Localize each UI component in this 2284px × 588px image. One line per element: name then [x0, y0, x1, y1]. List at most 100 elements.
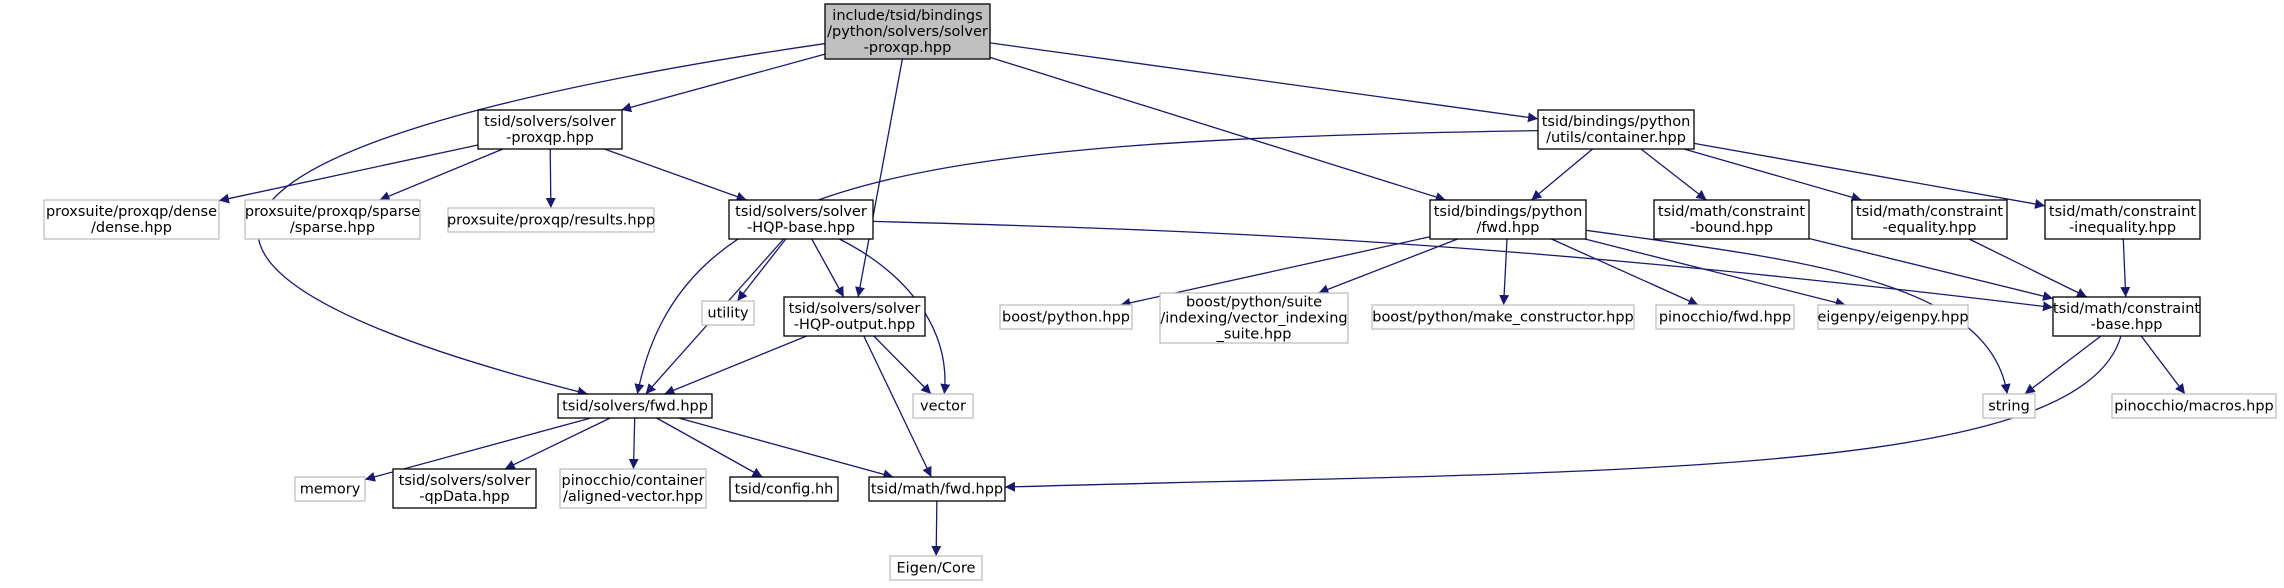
node-proxqp-dense: proxsuite/proxqp/dense/dense.hpp: [43, 199, 220, 240]
edge-solvers-fwd-to-solver-qpdata: [504, 417, 611, 470]
node-boost-make-constructor: boost/python/make_constructor.hpp: [1371, 304, 1635, 330]
node-label-line: tsid/math/constraint: [2053, 301, 2200, 317]
edge-root-to-solvers-fwd: [257, 42, 826, 397]
edge-root-to-solver-proxqp: [620, 53, 826, 113]
node-label-line: -qpData.hpp: [419, 489, 509, 505]
node-label-line: /dense.hpp: [91, 220, 172, 236]
node-label-line: tsid/math/constraint: [1856, 204, 2003, 220]
node-bindings-fwd[interactable]: tsid/bindings/python/fwd.hpp: [1429, 199, 1587, 240]
edge-root-to-bindings-container: [989, 42, 1539, 123]
edge-constraint-base-to-math-fwd: [1004, 335, 2122, 492]
edge-constraint-base-to-string: [2024, 335, 2102, 395]
node-vector: vector: [912, 393, 974, 419]
node-label-line: -inequality.hpp: [2069, 220, 2176, 236]
edge-root-to-solver-hqp-output: [855, 58, 904, 298]
node-proxqp-sparse: proxsuite/proxqp/sparse/sparse.hpp: [244, 199, 421, 240]
edge-solver-proxqp-to-proxqp-dense: [218, 144, 479, 204]
node-label-line: tsid/solvers/fwd.hpp: [562, 398, 708, 414]
node-bindings-container[interactable]: tsid/bindings/python/utils/container.hpp: [1537, 109, 1695, 150]
node-label-line: -HQP-output.hpp: [794, 317, 916, 333]
node-eigenpy: eigenpy/eigenpy.hpp: [1817, 304, 1969, 330]
node-solver-qpdata[interactable]: tsid/solvers/solver-qpData.hpp: [392, 468, 537, 509]
node-label-line: tsid/solvers/solver: [789, 301, 921, 317]
edge-constraint-equality-to-constraint-base: [1968, 238, 2088, 298]
node-box: [729, 476, 839, 502]
node-constraint-base[interactable]: tsid/math/constraint-base.hpp: [2052, 296, 2201, 337]
node-box: [1537, 109, 1695, 150]
node-label-line: tsid/math/constraint: [1658, 204, 1805, 220]
node-label-line: proxsuite/proxqp/sparse: [245, 204, 420, 220]
node-pinocchio-fwd: pinocchio/fwd.hpp: [1655, 304, 1795, 330]
node-label-line: pinocchio/container: [562, 473, 705, 489]
node-box: [392, 468, 537, 509]
node-label-line: /sparse.hpp: [290, 220, 375, 236]
node-math-fwd[interactable]: tsid/math/fwd.hpp: [868, 476, 1006, 502]
node-label-line: -base.hpp: [2090, 317, 2162, 333]
node-label-line: boost/python.hpp: [1002, 309, 1130, 325]
node-solver-hqp-output[interactable]: tsid/solvers/solver-HQP-output.hpp: [783, 296, 926, 337]
node-box: [1982, 393, 2036, 419]
edge-root-to-bindings-fwd: [989, 56, 1446, 202]
edge-bindings-container-to-constraint-inequality: [1693, 142, 2046, 209]
node-label-line: /fwd.hpp: [1476, 220, 1539, 236]
edge-bindings-fwd-to-eigenpy: [1584, 238, 1846, 308]
node-box: [889, 555, 983, 581]
edge-bindings-container-to-constraint-equality: [1683, 148, 1862, 203]
node-label-line: utility: [707, 305, 749, 321]
node-pinocchio-aligned-vector: pinocchio/container/aligned-vector.hpp: [559, 468, 707, 509]
node-box: [824, 3, 991, 60]
edge-solver-hqp-output-to-math-fwd: [863, 335, 932, 478]
edge-bindings-fwd-to-pinocchio-fwd: [1551, 238, 1699, 306]
node-label-line: proxsuite/proxqp/dense: [46, 204, 217, 220]
node-label-line: -bound.hpp: [1690, 220, 1773, 236]
edge-bindings-container-to-bindings-fwd: [1530, 148, 1594, 201]
edge-solver-hqp-base-to-constraint-base: [872, 220, 2054, 312]
node-box: [912, 393, 974, 419]
node-label-line: boost/python/suite: [1186, 294, 1322, 310]
edge-bindings-container-to-constraint-bound: [1640, 148, 1707, 201]
node-label-line: -HQP-base.hpp: [747, 220, 855, 236]
node-label-line: tsid/solvers/solver: [399, 473, 531, 489]
node-constraint-equality[interactable]: tsid/math/constraint-equality.hpp: [1851, 199, 2008, 240]
node-label-line: tsid/bindings/python: [1542, 114, 1691, 130]
node-label-line: proxsuite/proxqp/results.hpp: [447, 212, 655, 228]
node-root[interactable]: include/tsid/bindings/python/solvers/sol…: [824, 3, 991, 60]
node-box: [557, 393, 713, 419]
node-label-line: tsid/bindings/python: [1434, 204, 1583, 220]
node-constraint-inequality[interactable]: tsid/math/constraint-inequality.hpp: [2044, 199, 2201, 240]
edge-solver-hqp-base-to-utility: [736, 238, 787, 302]
node-label-line: Eigen/Core: [897, 560, 976, 576]
edge-solver-proxqp-to-solver-hqp-base: [604, 148, 747, 202]
edge-math-fwd-to-eigen-core: [931, 500, 942, 557]
node-label-line: tsid/solvers/solver: [484, 114, 616, 130]
node-solvers-fwd[interactable]: tsid/solvers/fwd.hpp: [557, 393, 713, 419]
node-box: [1653, 199, 1810, 240]
edge-bindings-fwd-to-boost-make-constructor: [1499, 238, 1510, 306]
node-label-line: _suite.hpp: [1216, 326, 1292, 342]
edge-solver-hqp-output-to-solvers-fwd: [664, 335, 807, 395]
node-label-line: memory: [300, 481, 361, 497]
node-box: [701, 300, 755, 326]
node-label-line: pinocchio/macros.hpp: [2114, 398, 2273, 414]
node-box: [868, 476, 1006, 502]
node-label-line: boost/python/make_constructor.hpp: [1372, 309, 1634, 325]
node-solver-hqp-base[interactable]: tsid/solvers/solver-HQP-base.hpp: [728, 199, 874, 240]
node-label-line: tsid/math/fwd.hpp: [871, 481, 1003, 497]
edge-constraint-base-to-pinocchio-macros: [2140, 335, 2186, 395]
node-box: [1817, 304, 1969, 330]
nodes-layer: include/tsid/bindings/python/solvers/sol…: [43, 3, 2277, 581]
node-box: [2111, 393, 2277, 419]
node-solver-proxqp[interactable]: tsid/solvers/solver-proxqp.hpp: [477, 109, 623, 150]
node-label-line: -equality.hpp: [1883, 220, 1977, 236]
edge-solver-hqp-base-to-solver-hqp-output: [811, 238, 845, 298]
node-box: [2044, 199, 2201, 240]
node-label-line: /python/solvers/solver: [827, 24, 988, 40]
node-label-line: eigenpy/eigenpy.hpp: [1817, 309, 1968, 325]
edge-solvers-fwd-to-tsid-config: [656, 417, 763, 478]
node-boost-vector-indexing: boost/python/suite/indexing/vector_index…: [1159, 292, 1349, 344]
node-box: [477, 109, 623, 150]
node-constraint-bound[interactable]: tsid/math/constraint-bound.hpp: [1653, 199, 1810, 240]
node-label-line: -proxqp.hpp: [506, 130, 594, 146]
node-tsid-config[interactable]: tsid/config.hh: [729, 476, 839, 502]
